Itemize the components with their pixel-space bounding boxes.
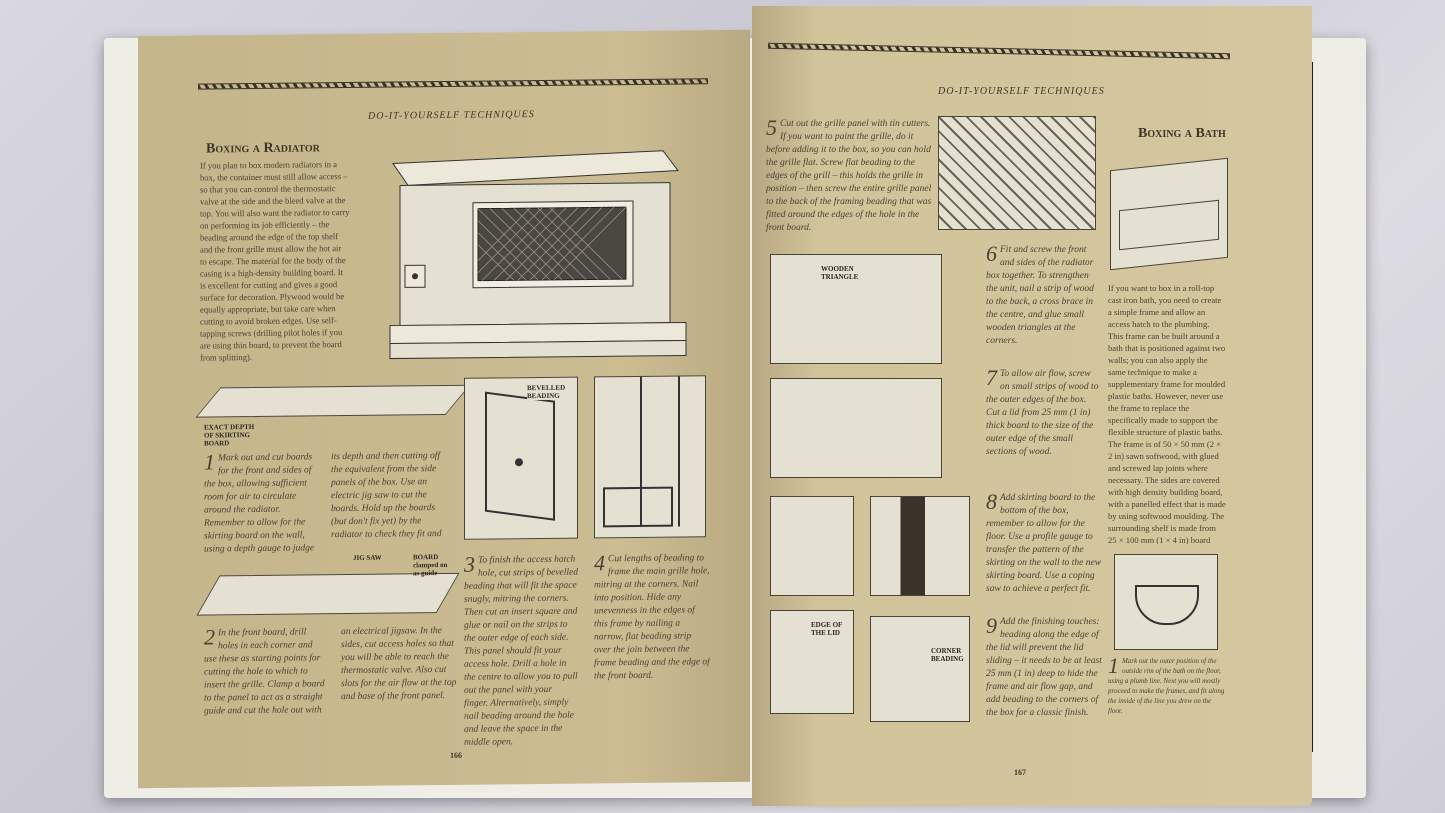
- bath-box-illustration: [1110, 157, 1228, 271]
- grille-panel-illustration: [938, 116, 1096, 230]
- next-page-edge: [1312, 62, 1328, 752]
- skirting-illustration: [770, 496, 854, 596]
- left-page: DO-IT-YOURSELF TECHNIQUES Boxing a Radia…: [138, 29, 750, 789]
- jigsaw-illustration: [196, 572, 460, 616]
- access-hatch-illustration: BEVELLED BEADING: [464, 376, 578, 540]
- running-head: DO-IT-YOURSELF TECHNIQUES: [368, 109, 535, 122]
- label-board-clamped: BOARD clamped on as guide: [413, 553, 448, 578]
- skirting-profile-illustration: [870, 496, 970, 596]
- page-number: 166: [450, 750, 462, 760]
- lid-illustration: [770, 378, 942, 478]
- grille-frame-illustration: [594, 375, 706, 539]
- roll-top-bath-illustration: [1114, 554, 1218, 650]
- bath-intro-text: If you want to box in a roll-top cast ir…: [1108, 283, 1226, 544]
- corner-beading-illustration: CORNER BEADING: [870, 616, 970, 722]
- label-edge-of-lid: EDGE OF THE LID: [811, 621, 843, 637]
- radiator-box-illustration: [378, 140, 688, 363]
- rope-border: [767, 42, 1231, 60]
- board-illustration: [195, 384, 471, 418]
- section-title: Boxing a Radiator: [206, 140, 320, 157]
- label-exact-depth: EXACT DEPTH OF SKIRTING BOARD: [204, 422, 255, 448]
- rope-border: [198, 78, 708, 90]
- wooden-triangle-illustration: WOODEN TRIANGLE: [770, 254, 942, 364]
- label-bevelled-beading: BEVELLED BEADING: [527, 383, 577, 401]
- bath-title: Boxing a Bath: [1138, 126, 1226, 141]
- intro-text: If you plan to box modern radiators in a…: [200, 159, 350, 363]
- label-corner-beading: CORNER BEADING: [931, 647, 964, 663]
- lid-edge-illustration: EDGE OF THE LID: [770, 610, 854, 714]
- page-number: 167: [1014, 768, 1026, 777]
- label-jig-saw: JIG SAW: [353, 553, 382, 562]
- running-head: DO-IT-YOURSELF TECHNIQUES: [938, 86, 1105, 97]
- label-wooden-triangle: WOODEN TRIANGLE: [821, 265, 859, 281]
